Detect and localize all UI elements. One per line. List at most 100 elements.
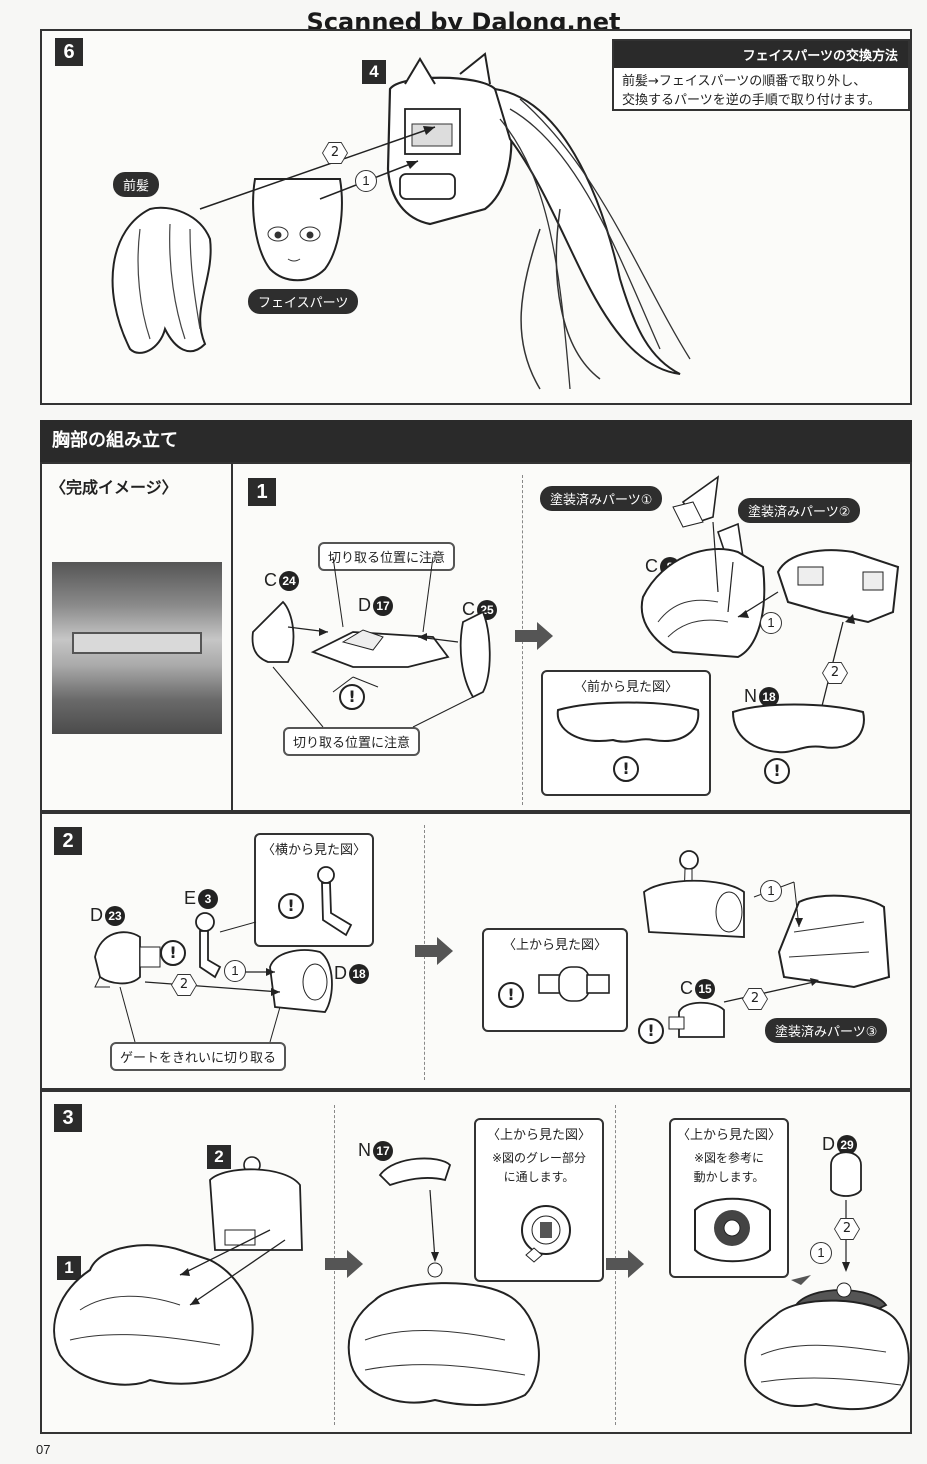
step2-order-1: 1 (224, 960, 246, 982)
chest-section-title: 胸部の組み立て (40, 420, 912, 462)
move-part-illustration (694, 1197, 771, 1263)
side-view-callout: 〈横から見た図〉 ! (254, 833, 374, 947)
face-swap-note-line2: 交換するパーツを逆の手順で取り付けます。 (622, 93, 881, 108)
part-n17 (378, 1157, 452, 1187)
step1-order-2-label: 2 (823, 663, 847, 683)
part-c25 (459, 610, 491, 699)
chest-assembly-mid (347, 1282, 540, 1406)
gray-note-line1: ※図のグレー部分 (491, 1151, 587, 1165)
step2-right-order-2-label: 2 (743, 989, 767, 1009)
step1-flow-arrow-shaft (515, 630, 537, 642)
page-number: 07 (36, 1442, 51, 1457)
sub-assembly-2 (209, 1168, 303, 1251)
step6-order-2: 2 (322, 142, 348, 164)
chest-assembly-final (744, 1299, 910, 1411)
painted-part-2-label: 塗装済みパーツ② (738, 498, 861, 523)
step6-number: 6 (55, 38, 83, 66)
face-swap-note-line1: 前髪→フェイスパーツの順番で取り外し、 (622, 74, 867, 89)
step1-right-illustration (640, 475, 900, 754)
step3-order-1: 1 (810, 1242, 832, 1264)
step3-flow-arrow-a (347, 1250, 363, 1278)
step2-right-order-1: 1 (760, 880, 782, 902)
step6-sub-number: 4 (362, 60, 386, 84)
step2-order-2-label: 2 (172, 975, 196, 995)
step2-flow-arrow-shaft (415, 945, 437, 957)
painted-part-3 (777, 894, 891, 989)
step1-left-illustration (251, 556, 491, 728)
chest-assembly-1 (53, 1244, 254, 1386)
gate-cut-note: ゲートをきれいに切り取る (110, 1042, 287, 1071)
step2-number: 2 (54, 827, 82, 855)
front-view-title: 〈前から見た図〉 (573, 680, 678, 695)
top-view-callout-step3b: 〈上から見た図〉 ※図を参考に 動かします。 (669, 1118, 789, 1278)
part-c24 (251, 600, 295, 663)
e3-caution-icon: ! (160, 940, 186, 966)
step3-sub-2: 2 (207, 1145, 231, 1169)
front-hair-label: 前髪 (113, 172, 160, 197)
step1-number: 1 (248, 478, 276, 506)
ref-note-line2: 動かします。 (693, 1170, 765, 1184)
front-view-caution-icon: ! (613, 756, 639, 782)
front-view-illustration (556, 701, 700, 743)
part-c8 (640, 548, 766, 659)
part-e3-knob (195, 912, 215, 932)
photo-strap (72, 632, 202, 654)
step3-number: 3 (54, 1104, 82, 1132)
part-d29 (830, 1151, 862, 1197)
gray-note-line2: に通します。 (503, 1170, 575, 1184)
face-parts-label: フェイスパーツ (248, 289, 359, 314)
front-hair-part (111, 206, 212, 354)
face-swap-note-body: 前髪→フェイスパーツの順番で取り外し、 交換するパーツを逆の手順で取り付けます。 (614, 68, 908, 114)
caution-cut-bottom: 切り取る位置に注意 (283, 727, 421, 756)
front-view-callout: 〈前から見た図〉 ! (541, 670, 711, 796)
face-part (252, 178, 343, 282)
step3-left-illustration (53, 1156, 303, 1386)
part-c15 (678, 1001, 725, 1038)
step3-sub-1: 1 (57, 1256, 81, 1280)
top-view-illustration-step2 (538, 966, 610, 1002)
step6-order-2-label: 2 (323, 143, 347, 163)
top-view-title-step2: 〈上から見た図〉 (502, 938, 607, 953)
step3-right-illustration (744, 1151, 910, 1411)
top-view-caution-icon-step2: ! (498, 982, 524, 1008)
painted-part-3-label: 塗装済みパーツ③ (765, 1018, 888, 1043)
side-view-title: 〈横から見た図〉 (261, 843, 366, 858)
top-view-title-step3b: 〈上から見た図〉 (676, 1128, 781, 1143)
step1-flow-arrow (537, 622, 553, 650)
step2-order-2: 2 (171, 974, 197, 996)
step6-order-1: 1 (355, 170, 377, 192)
step3-mid-illustration (347, 1157, 540, 1406)
step2-right-order-2: 2 (742, 988, 768, 1010)
step1-order-1: 1 (760, 612, 782, 634)
c15-caution-icon: ! (638, 1018, 664, 1044)
n18-caution-icon: ! (764, 758, 790, 784)
complete-image-divider (231, 462, 233, 812)
ref-note-line1: ※図を参考に (693, 1151, 765, 1165)
step3-flow-arrow-b-shaft (606, 1258, 628, 1270)
part-n18 (731, 703, 865, 754)
step6-illustration (111, 52, 691, 390)
ponytail-part (493, 87, 681, 375)
part-d23 (94, 931, 141, 985)
step2-flow-arrow (437, 937, 453, 965)
step1-caution-icon: ! (339, 684, 365, 710)
face-swap-note-title: フェイスパーツの交換方法 (614, 41, 908, 68)
step2-right-illustration (643, 850, 891, 1038)
face-swap-note: フェイスパーツの交換方法 前髪→フェイスパーツの順番で取り外し、 交換するパーツ… (612, 39, 910, 111)
painted-part-1-label: 塗装済みパーツ① (540, 486, 663, 511)
step2-left-illustration (94, 912, 333, 1043)
side-view-illustration (317, 866, 353, 937)
step3-flow-arrow-b (628, 1250, 644, 1278)
step3-flow-arrow-a-shaft (325, 1258, 347, 1270)
side-view-caution-icon: ! (278, 893, 304, 919)
top-view-callout-step2: 〈上から見た図〉 ! (482, 928, 628, 1032)
step3-order-2-label: 2 (835, 1219, 859, 1239)
